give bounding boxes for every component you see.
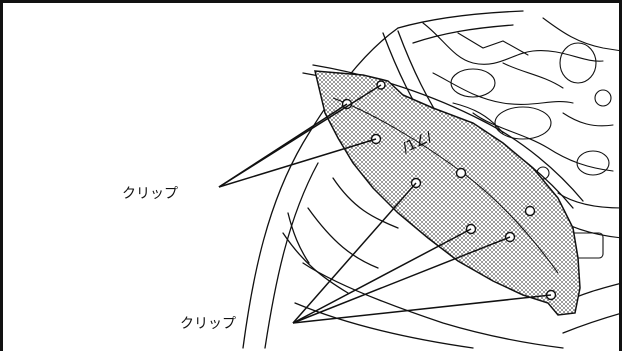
clip-callout-lower: クリップ	[180, 316, 236, 332]
lower-leader-lines	[292, 182, 552, 324]
clip-callout-upper: クリップ	[122, 186, 178, 202]
clip-7	[524, 205, 536, 217]
car-body-outline	[242, 10, 622, 349]
upper-leader-lines	[218, 84, 382, 188]
clip-8	[455, 167, 467, 179]
radiator-cover	[314, 70, 581, 316]
engine-bay-illustration: /1∠/	[218, 10, 622, 349]
